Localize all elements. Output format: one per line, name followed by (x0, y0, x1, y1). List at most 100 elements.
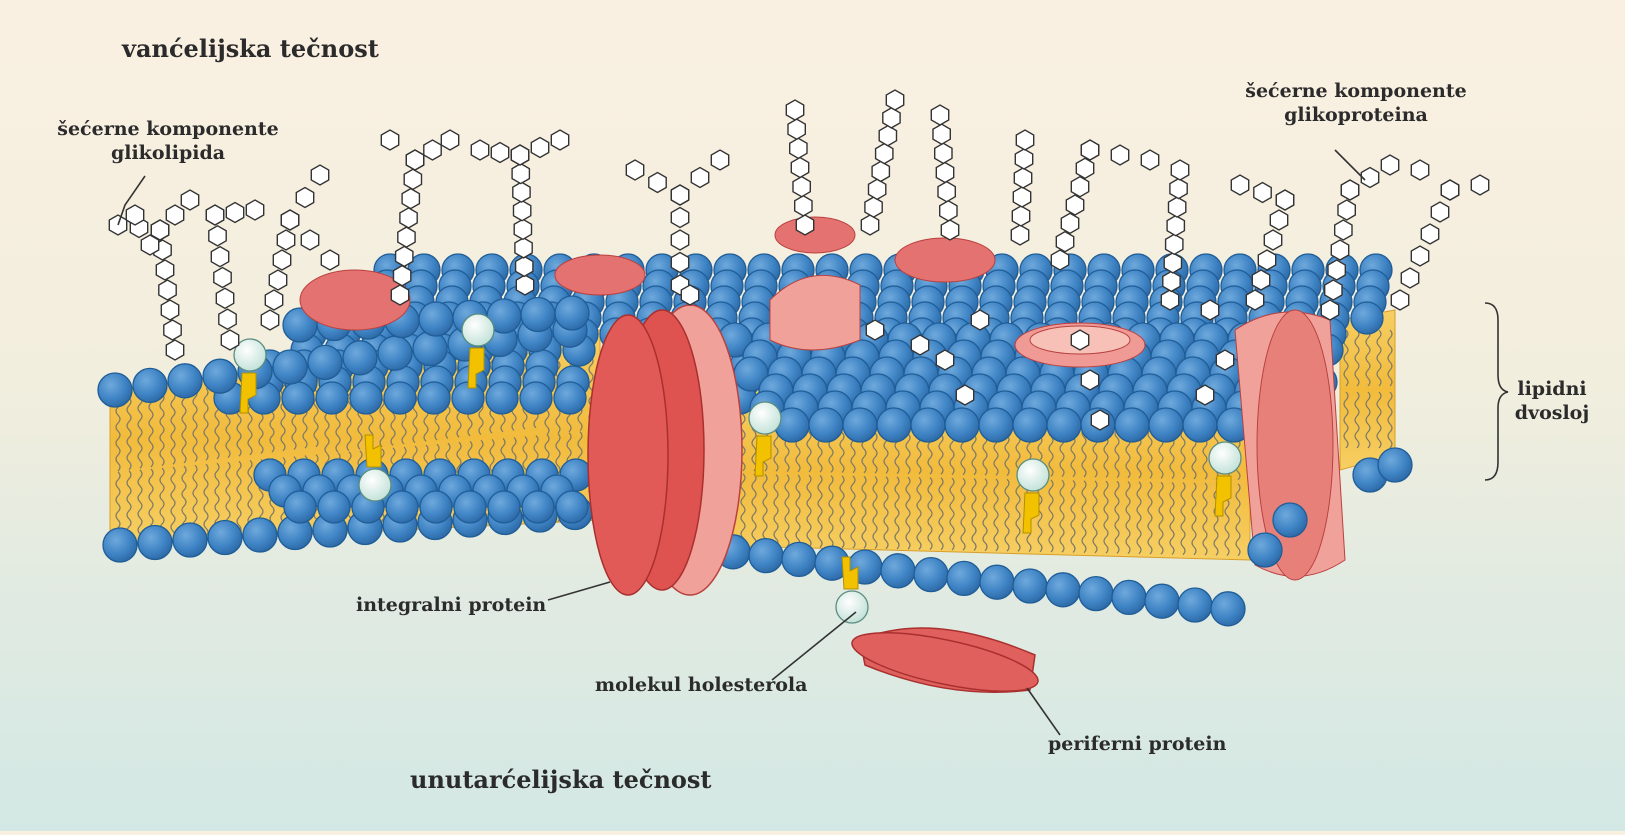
sugar-unit (1421, 224, 1438, 244)
sugar-unit (1015, 149, 1032, 169)
sugar-unit (277, 230, 294, 250)
sugar-unit (1076, 158, 1093, 178)
sugar-unit (671, 208, 688, 228)
sugar-unit (273, 250, 290, 270)
sugar-unit (515, 238, 532, 258)
sugar-unit (512, 164, 529, 184)
sugar-unit (1111, 145, 1128, 165)
sugar-unit (514, 201, 531, 221)
phospholipid-head (555, 296, 589, 330)
peripheral-protein-label: periferni protein (1048, 733, 1226, 757)
sugar-unit (516, 275, 533, 295)
sugar-unit (226, 203, 243, 223)
sugar-unit (141, 235, 158, 255)
sugar-unit (861, 215, 878, 235)
sugar-unit (441, 130, 458, 150)
sugar-unit (1264, 230, 1281, 250)
sugar-unit (424, 140, 441, 160)
phospholipid-head (1378, 448, 1412, 482)
peripheral-protein (848, 621, 1043, 704)
sugar-unit (1361, 168, 1378, 188)
integral-protein (588, 305, 742, 595)
glycoprotein-sugars-line1: šećerne komponente (1240, 80, 1472, 104)
sugar-unit (1163, 271, 1180, 291)
sugar-unit (1381, 155, 1398, 175)
phospholipid-head (168, 364, 202, 398)
sugar-unit (216, 288, 233, 308)
phospholipid-head (282, 382, 314, 414)
sugar-unit (491, 143, 508, 163)
sugar-unit (938, 182, 955, 202)
phospholipid-head (1013, 408, 1047, 442)
phospholipid-head (980, 565, 1014, 599)
extracellular-fluid-label: vanćelijska tečnost (122, 34, 379, 64)
sugar-unit (296, 188, 313, 208)
sugar-unit (281, 210, 298, 230)
sugar-unit (164, 320, 181, 340)
sugar-unit (1338, 200, 1355, 220)
phospholipid-head (343, 341, 377, 375)
sugar-unit (1161, 290, 1178, 310)
phospholipid-head (386, 491, 418, 523)
phospholipid-head (1145, 584, 1179, 618)
sugar-unit (1056, 232, 1073, 252)
sugar-unit (381, 130, 398, 150)
glycolipid-sugars-line1: šećerne komponente (52, 118, 284, 142)
sugar-unit (1331, 240, 1348, 260)
sugar-unit (1012, 206, 1029, 226)
phospholipid-head (1047, 408, 1081, 442)
phospholipid-head (486, 382, 518, 414)
phospholipid-head (413, 332, 447, 366)
glycoprotein-sugars-line2: glikoproteina (1240, 104, 1472, 128)
sugar-unit (1081, 370, 1098, 390)
sugar-unit (872, 161, 889, 181)
sugar-unit (941, 220, 958, 240)
phospholipid-head (378, 336, 412, 370)
phospholipid-head (782, 542, 816, 576)
sugar-unit (516, 256, 533, 276)
sugar-unit (261, 310, 278, 330)
sugar-unit (311, 165, 328, 185)
sugar-unit (933, 124, 950, 144)
sugar-unit (791, 158, 808, 178)
phospholipid-head (98, 373, 132, 407)
phospholipid-head (1112, 580, 1146, 614)
sugar-unit (246, 200, 263, 220)
phospholipid-head (749, 539, 783, 573)
phospholipid-head (318, 491, 350, 523)
sugar-unit (1166, 234, 1183, 254)
sugar-unit (1081, 140, 1098, 160)
phospholipid-head (488, 491, 520, 523)
sugar-unit (269, 270, 286, 290)
sugar-unit (471, 140, 488, 160)
sugar-unit (1254, 183, 1271, 203)
phospholipid-head (1079, 577, 1113, 611)
sugar-unit (936, 350, 953, 370)
sugar-unit (398, 227, 415, 247)
sugar-unit (671, 253, 688, 273)
sugar-unit (876, 144, 893, 164)
sugar-unit (1441, 180, 1458, 200)
sugar-unit (1258, 250, 1275, 270)
lipid-bilayer-label: lipidni dvosloj (1502, 378, 1602, 426)
sugar-unit (1196, 385, 1213, 405)
sugar-unit (788, 119, 805, 139)
sugar-unit (1066, 195, 1083, 215)
phospholipid-head (877, 408, 911, 442)
sugar-unit (793, 177, 810, 197)
sugar-unit (404, 169, 421, 189)
sugar-unit (711, 150, 728, 170)
sugar-unit (126, 205, 143, 225)
phospholipid-head (809, 408, 843, 442)
phospholipid-head (979, 408, 1013, 442)
sugar-unit (166, 340, 183, 360)
phospholipid-head (419, 302, 453, 336)
sugar-unit (221, 330, 238, 350)
sugar-unit (626, 160, 643, 180)
sugar-unit (1061, 213, 1078, 233)
phospholipid-head (914, 558, 948, 592)
sugar-unit (1016, 130, 1033, 150)
sugar-unit (214, 268, 231, 288)
lipid-bilayer-line1: lipidni (1502, 378, 1602, 402)
sugar-unit (511, 145, 528, 165)
